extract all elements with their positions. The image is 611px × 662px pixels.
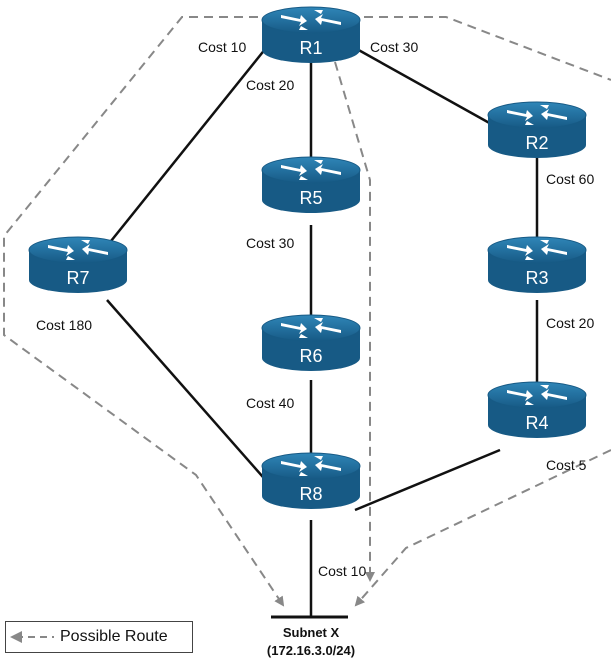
router-r3: R3: [487, 236, 587, 293]
link-r1-r7: [106, 47, 267, 247]
route-path-left: [3, 16, 285, 607]
cost-label-r8: Cost 10: [318, 563, 366, 579]
route-path-center: [334, 61, 375, 582]
subnet-cidr: (172.16.3.0/24): [267, 643, 355, 658]
router-r6: R6: [261, 314, 361, 371]
router-label-r6: R6: [299, 346, 322, 366]
possible-routes: [3, 16, 611, 607]
legend-arrow-icon: [10, 631, 54, 643]
router-label-r5: R5: [299, 188, 322, 208]
router-r4: R4: [487, 381, 587, 438]
router-r2: R2: [487, 101, 587, 158]
router-arrows-icon: [281, 456, 341, 476]
router-arrows-icon: [507, 385, 567, 405]
cost-label-r1-down: Cost 20: [246, 77, 294, 93]
router-r8: R8: [261, 452, 361, 509]
cost-labels: Cost 10 Cost 30 Cost 20 Cost 60 Cost 30 …: [36, 39, 594, 579]
cost-label-r6: Cost 40: [246, 395, 294, 411]
route-path-right: [364, 16, 611, 81]
router-arrows-icon: [281, 318, 341, 338]
router-arrows-icon: [507, 240, 567, 260]
router-label-r8: R8: [299, 484, 322, 504]
cost-label-r5: Cost 30: [246, 235, 294, 251]
router-arrows-icon: [507, 105, 567, 125]
route-path-right-lower: [354, 449, 611, 607]
router-label-r1: R1: [299, 38, 322, 58]
router-r7: R7: [28, 236, 128, 293]
cost-label-r3: Cost 20: [546, 315, 594, 331]
cost-label-r2: Cost 60: [546, 171, 594, 187]
subnet-name: Subnet X: [283, 625, 340, 640]
router-label-r3: R3: [525, 268, 548, 288]
link-r7-r8: [106, 299, 271, 486]
router-arrows-icon: [281, 160, 341, 180]
router-r1: R1: [261, 6, 361, 63]
cost-label-r7: Cost 180: [36, 317, 92, 333]
legend-label: Possible Route: [60, 628, 168, 645]
legend: Possible Route: [5, 621, 193, 653]
cost-label-r1-left: Cost 10: [198, 39, 246, 55]
link-r4-r8: [354, 448, 501, 512]
cost-label-r4: Cost 5: [546, 457, 587, 473]
router-label-r2: R2: [525, 133, 548, 153]
link-r1-r2: [354, 46, 494, 127]
router-arrows-icon: [48, 240, 108, 260]
router-r5: R5: [261, 156, 361, 213]
links: [106, 46, 539, 619]
router-label-r7: R7: [66, 268, 89, 288]
router-label-r4: R4: [525, 413, 548, 433]
router-arrows-icon: [281, 10, 341, 30]
cost-label-r1-right: Cost 30: [370, 39, 418, 55]
